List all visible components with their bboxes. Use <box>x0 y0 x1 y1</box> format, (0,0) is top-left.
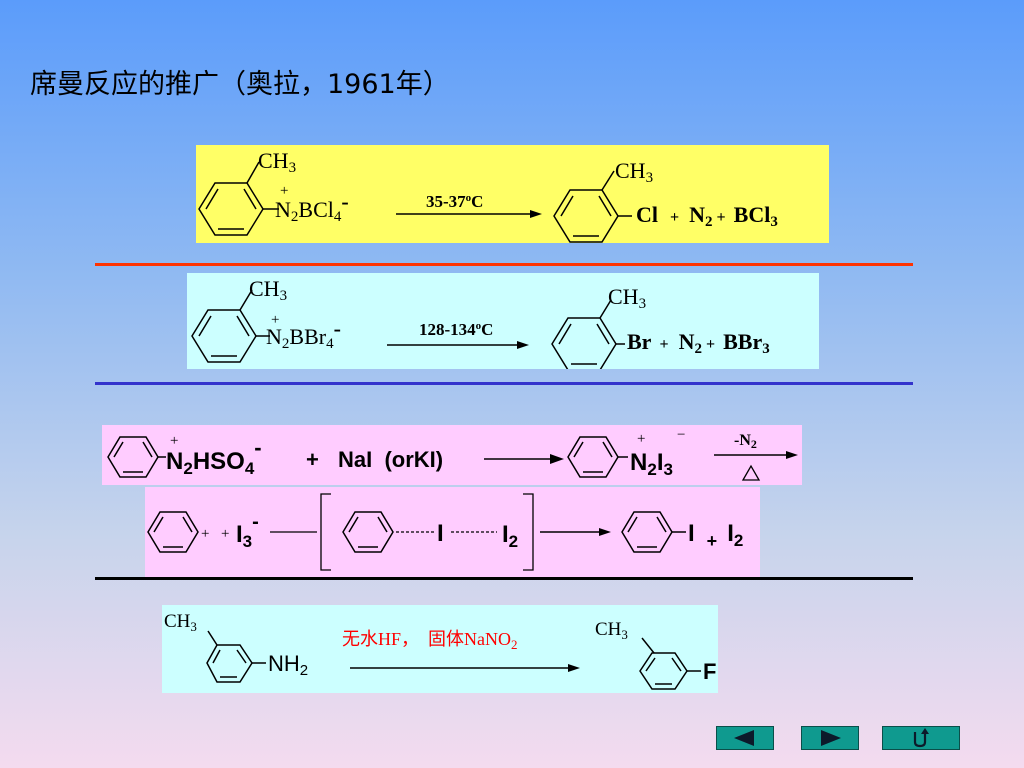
reaction-condition: 无水HF， 固体NaNO2 <box>342 629 518 652</box>
return-arrow-icon <box>913 728 929 748</box>
diazonium-salt-label: N2HSO4- <box>166 435 262 478</box>
next-slide-button[interactable] <box>801 726 859 750</box>
divider-black <box>95 577 913 580</box>
benzene-ring <box>191 289 270 363</box>
methyl-label: CH3 <box>595 619 628 642</box>
fluorine-label: F <box>703 659 716 684</box>
benzene-ring <box>147 511 199 553</box>
benzene-ring <box>639 637 701 690</box>
benzene-ring <box>551 299 625 369</box>
reaction-4-panel: + + I3- I I2 I+I2 <box>145 487 760 577</box>
reaction-condition: -N2 <box>734 432 757 451</box>
triangle-left-icon <box>734 730 754 746</box>
reaction-3-panel: + N2HSO4- + NaI (orKI) + − N2I3 -N2 <box>102 425 802 485</box>
plus-sign: + <box>221 526 229 542</box>
reagent-label: NaI (orKI) <box>338 447 443 472</box>
previous-slide-button[interactable] <box>716 726 774 750</box>
triiodide-label: I3- <box>236 511 259 551</box>
methyl-label: CH3 <box>164 611 197 634</box>
reaction-arrow <box>714 451 798 459</box>
iodine-molecule-label: I2 <box>502 521 518 551</box>
right-bracket <box>523 493 534 571</box>
divider-red <box>95 263 913 266</box>
benzene-ring <box>553 170 632 243</box>
positive-charge: + <box>271 312 279 328</box>
reaction-arrow <box>387 341 529 349</box>
negative-charge: − <box>677 427 685 443</box>
positive-charge: + <box>280 183 288 199</box>
reaction-arrow <box>396 210 542 218</box>
heat-triangle-icon <box>741 464 761 481</box>
positive-charge: + <box>201 526 209 542</box>
product-label: Br+N2+BBr3 <box>627 329 770 357</box>
triangle-right-icon <box>821 730 841 746</box>
divider-blue <box>95 382 913 385</box>
benzene-ring <box>206 630 266 683</box>
diazonium-salt-label: N2BCl4- <box>275 189 349 225</box>
methyl-label: CH3 <box>615 158 653 186</box>
methyl-label: CH3 <box>608 284 646 312</box>
benzene-ring <box>342 511 394 553</box>
reaction-condition: 35-37oC <box>426 192 483 211</box>
reaction-arrow <box>350 664 580 672</box>
product-label: N2I3 <box>630 449 673 479</box>
positive-charge: + <box>170 433 178 449</box>
benzene-ring <box>107 436 166 478</box>
diazonium-salt-label: N2BBr4- <box>266 316 341 352</box>
reaction-condition: 128-134oC <box>419 320 493 339</box>
reaction-arrow <box>484 454 564 464</box>
positive-charge: + <box>637 431 645 447</box>
benzene-ring <box>621 511 686 553</box>
product-label: I+I2 <box>688 520 743 551</box>
reaction-2-panel: CH3 + N2BBr4- 128-134oC CH3 Br+N2+BBr3 <box>187 273 819 369</box>
reaction-5-panel: CH3 NH2 无水HF， 固体NaNO2 CH3 F <box>162 605 718 693</box>
benzene-ring <box>198 161 279 236</box>
methyl-label: CH3 <box>249 276 287 304</box>
amine-label: NH2 <box>268 651 308 679</box>
page-title: 席曼反应的推广（奥拉，1961年） <box>30 69 450 100</box>
return-button[interactable] <box>882 726 960 750</box>
plus-sign: + <box>306 447 319 472</box>
iodine-label: I <box>437 520 444 547</box>
methyl-label: CH3 <box>258 148 296 176</box>
product-label: Cl+N2+BCl3 <box>636 202 778 230</box>
reaction-arrow <box>540 528 611 536</box>
reaction-1-panel: CH3 + N2BCl4- 35-37oC CH3 Cl+N2+BCl3 <box>196 145 829 243</box>
left-bracket <box>320 493 331 571</box>
benzene-ring <box>567 436 628 478</box>
